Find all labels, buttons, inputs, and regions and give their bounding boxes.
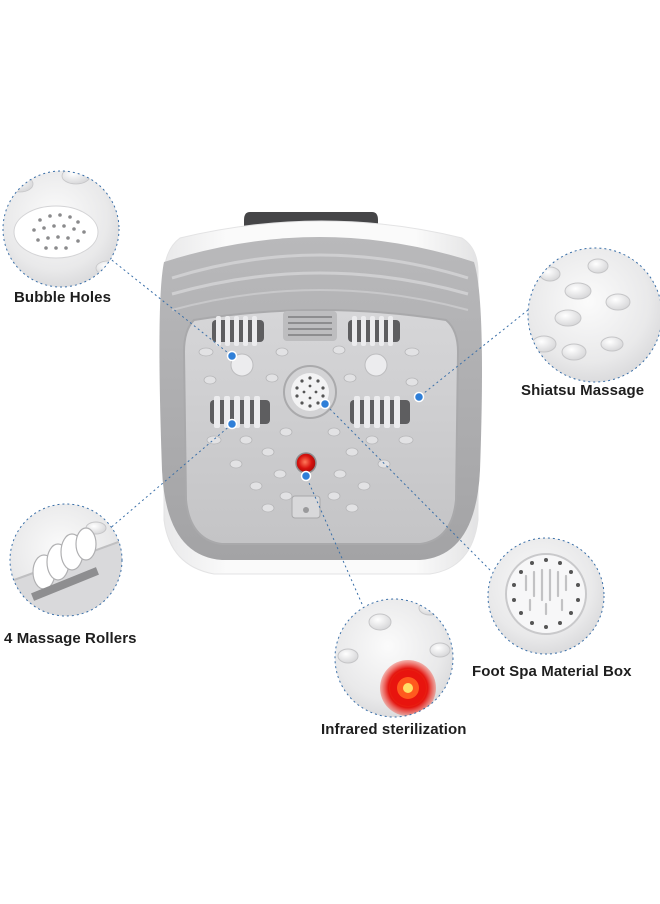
label-material-box: Foot Spa Material Box <box>472 663 632 680</box>
detail-circle-bubble-holes <box>2 170 120 288</box>
shiatsu-nubs <box>198 345 420 513</box>
foot-spa-body <box>159 212 482 575</box>
label-shiatsu-massage: Shiatsu Massage <box>521 382 645 399</box>
callout-dots <box>226 350 425 482</box>
vent <box>283 311 337 341</box>
infrared-light <box>295 452 317 474</box>
material-box-center <box>283 365 337 419</box>
detail-circle-shiatsu <box>527 247 660 383</box>
roller-mid-left <box>210 396 270 428</box>
detail-circle-rollers <box>9 503 123 617</box>
label-infrared: Infrared sterilization <box>321 721 467 738</box>
detail-circle-material-box <box>487 537 605 655</box>
roller-top-left <box>212 316 264 346</box>
roller-mid-right <box>350 396 410 428</box>
label-bubble-holes: Bubble Holes <box>14 289 112 306</box>
detail-circle-infrared <box>334 598 454 718</box>
label-massage-rollers: 4 Massage Rollers <box>4 630 137 647</box>
callout-lines <box>107 256 529 605</box>
roller-top-right <box>348 316 400 346</box>
